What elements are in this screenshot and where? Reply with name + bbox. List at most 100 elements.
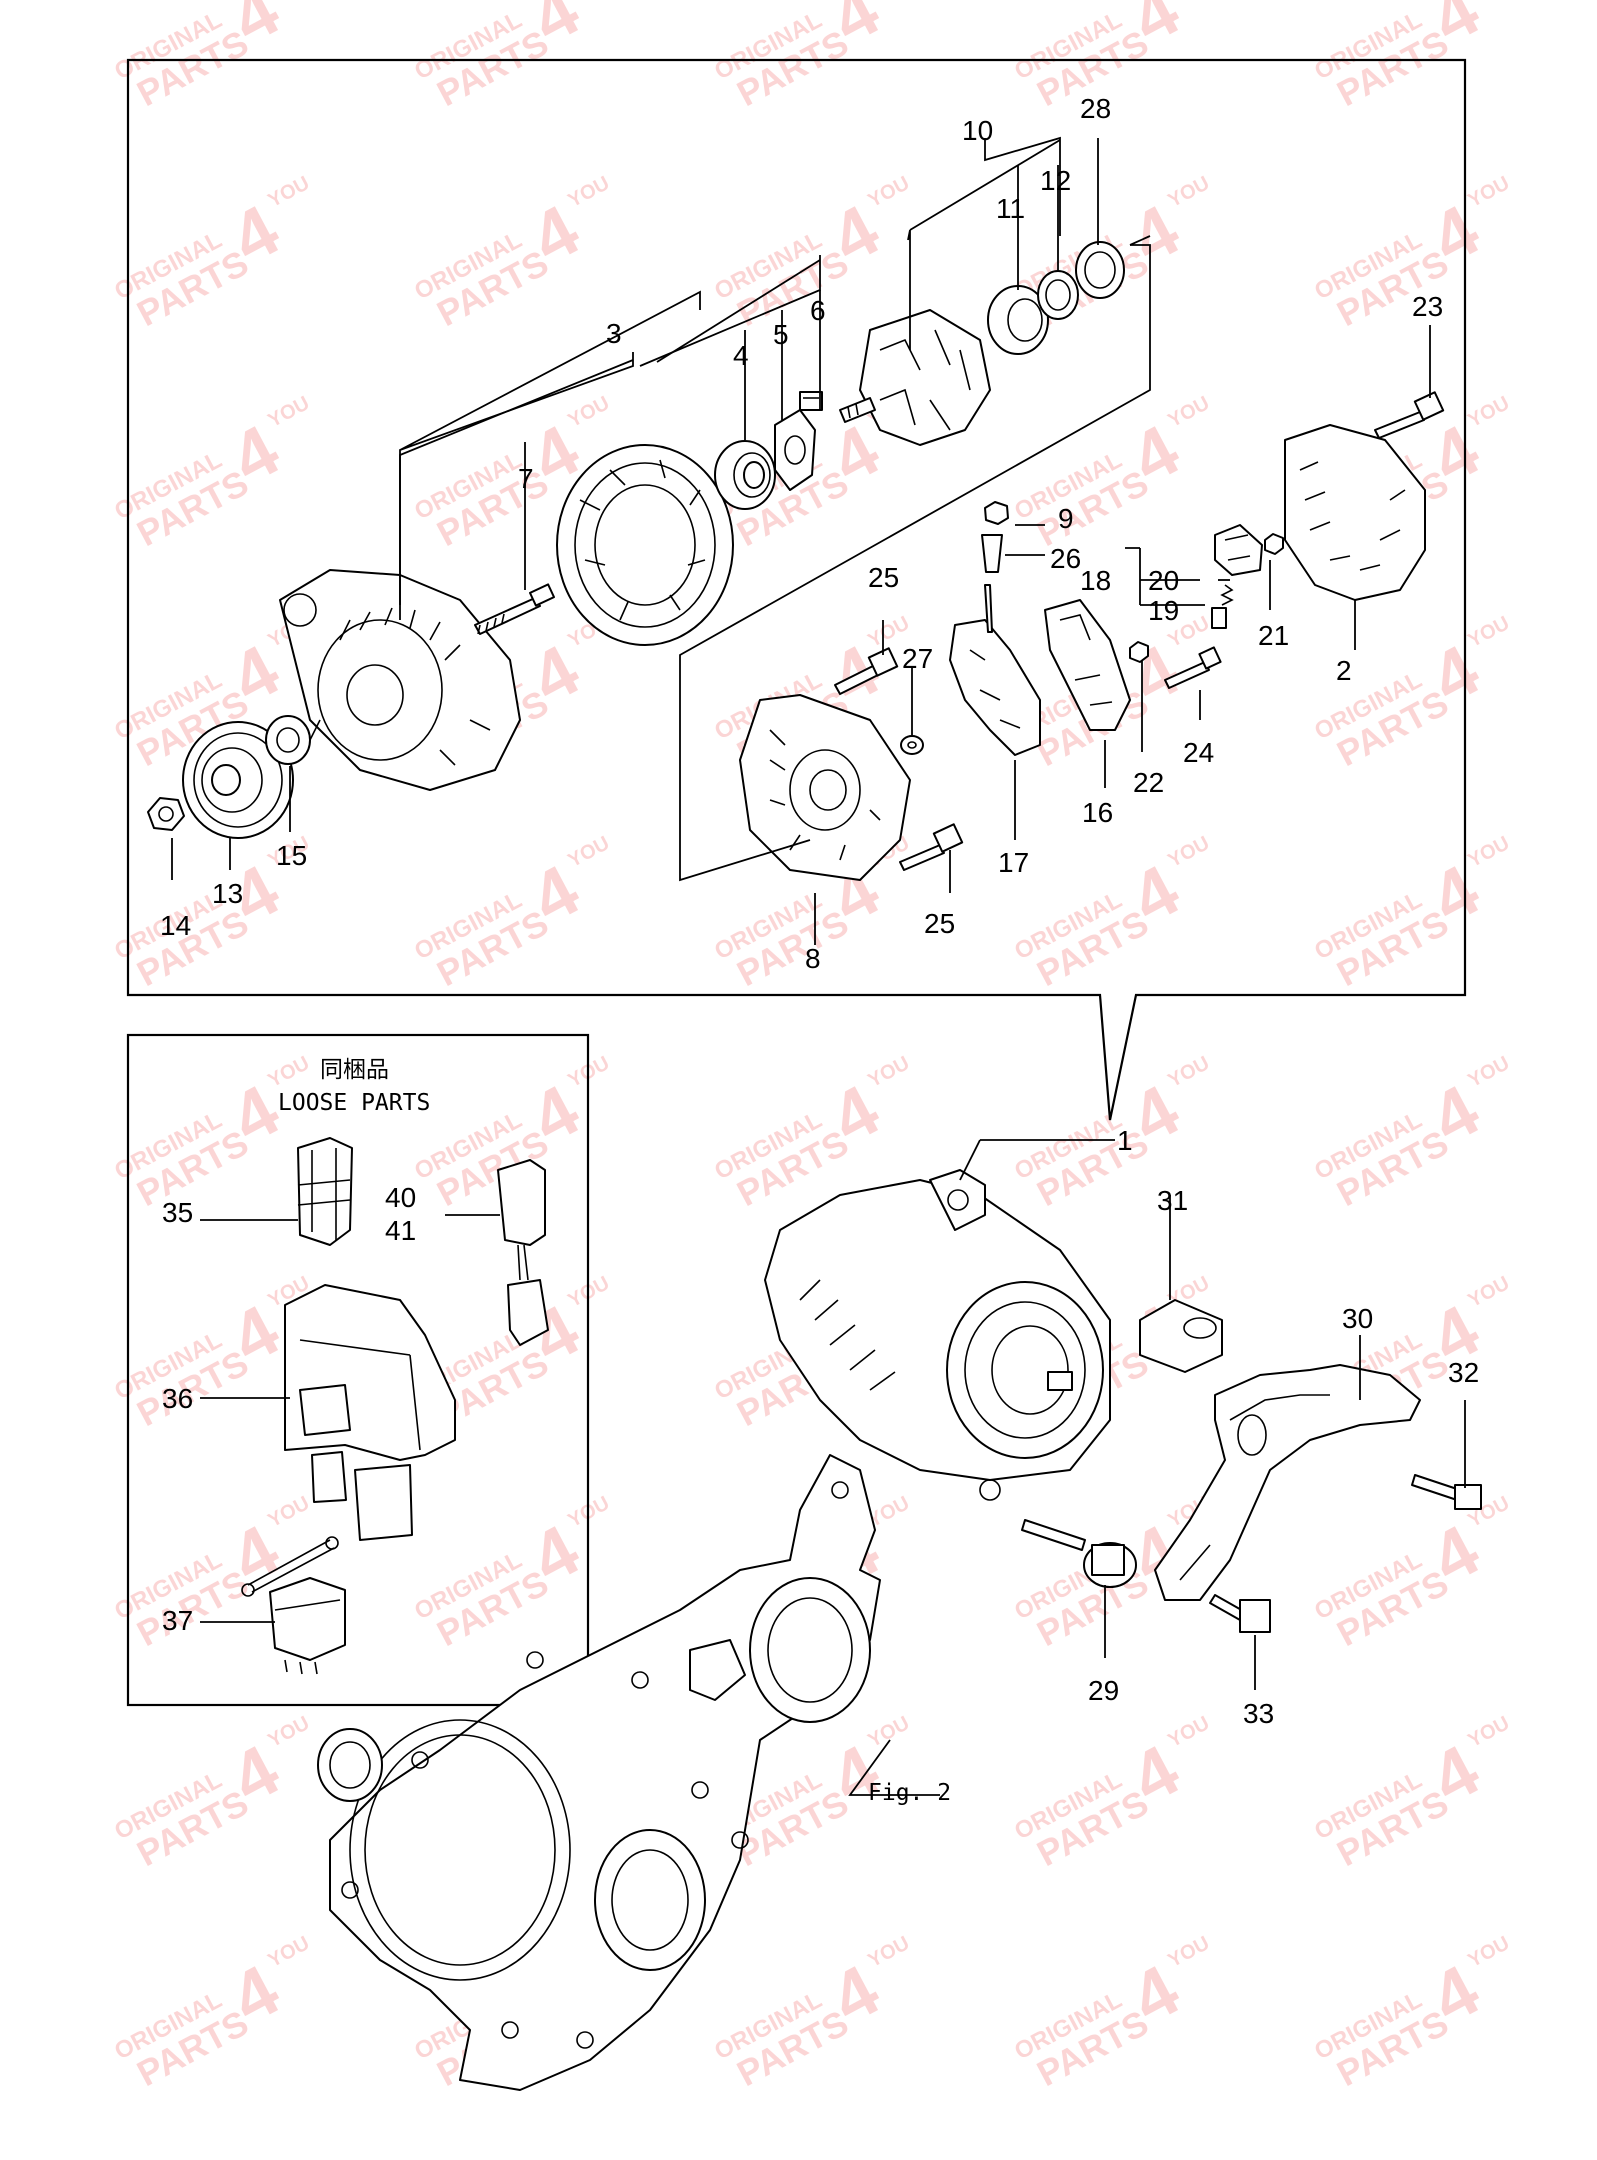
callout-13: 13 (212, 878, 243, 909)
callout-25-upper: 25 (868, 562, 899, 593)
callout-23: 23 (1412, 291, 1443, 322)
front-frame-part (279, 569, 521, 791)
callout-labels: 1 2 3 4 5 6 7 8 9 10 11 12 13 14 15 16 1… (160, 93, 1479, 1806)
callout-14: 14 (160, 910, 191, 941)
callout-22: 22 (1133, 767, 1164, 798)
plate-part-5 (774, 409, 816, 491)
spring-part-20 (1220, 584, 1234, 606)
gear-case-housing (317, 1454, 881, 2091)
rear-cover-part-2 (1284, 424, 1426, 601)
callout-8: 8 (805, 943, 821, 974)
screw-part-22 (1129, 641, 1149, 663)
callout-24: 24 (1183, 737, 1214, 768)
connector-part-40-41 (497, 1159, 549, 1346)
svg-text:YOU: YOU (264, 1932, 313, 1972)
pulley-part-13 (182, 721, 294, 839)
callout-36: 36 (162, 1383, 193, 1414)
svg-text:YOU: YOU (1464, 612, 1513, 652)
callout-20: 20 (1148, 565, 1179, 596)
svg-text:YOU: YOU (1464, 392, 1513, 432)
screw-part-21 (1264, 533, 1284, 555)
stator-part-3 (556, 444, 734, 646)
callout-33: 33 (1243, 1698, 1274, 1729)
terminal-part-18 (1214, 524, 1263, 576)
bolt-part-25-upper (834, 647, 899, 695)
callout-26: 26 (1050, 543, 1081, 574)
callout-31: 31 (1157, 1185, 1188, 1216)
loose-parts-title-jp: 同梱品 (320, 1057, 389, 1083)
module-part-36 (284, 1284, 456, 1541)
callout-30: 30 (1342, 1303, 1373, 1334)
bracket-part-30 (1154, 1364, 1421, 1601)
bolt-part-24 (1164, 646, 1222, 689)
callout-32: 32 (1448, 1357, 1479, 1388)
svg-text:YOU: YOU (1164, 172, 1213, 212)
bolt-part-32 (1411, 1474, 1482, 1510)
callout-12: 12 (1040, 165, 1071, 196)
connector-part-35 (297, 1137, 353, 1246)
bolt-part-23 (1374, 391, 1445, 439)
callout-5: 5 (773, 319, 789, 350)
rear-frame-part-8 (739, 694, 911, 881)
svg-text:YOU: YOU (1164, 1932, 1213, 1972)
callout-16: 16 (1082, 797, 1113, 828)
callout-18: 18 (1080, 565, 1111, 596)
nut-part-9 (984, 501, 1009, 525)
callout-3: 3 (606, 318, 622, 349)
callout-7: 7 (518, 463, 534, 494)
callout-10: 10 (962, 115, 993, 146)
insulator-part-26 (981, 534, 1003, 573)
callout-40: 40 (385, 1182, 416, 1213)
alternator-assembly-part-1 (764, 1169, 1111, 1501)
relay-part-37 (241, 1536, 346, 1675)
svg-text:YOU: YOU (1464, 1052, 1513, 1092)
bolt-part-29 (1021, 1519, 1137, 1588)
svg-text:YOU: YOU (1164, 392, 1213, 432)
svg-text:YOU: YOU (1464, 1272, 1513, 1312)
callout-27: 27 (902, 643, 933, 674)
screw-part-6 (799, 391, 823, 411)
bolt-part-25-lower (899, 823, 964, 871)
callout-21: 21 (1258, 620, 1289, 651)
callout-15: 15 (276, 840, 307, 871)
svg-text:YOU: YOU (1464, 832, 1513, 872)
through-bolt-part-7 (474, 583, 556, 635)
callout-17: 17 (998, 847, 1029, 878)
callout-4: 4 (733, 340, 749, 371)
svg-text:YOU: YOU (264, 1052, 313, 1092)
collar-part-15 (265, 715, 311, 765)
callout-41: 41 (385, 1215, 416, 1246)
svg-text:YOU: YOU (564, 832, 613, 872)
loose-parts-title-en: LOOSE PARTS (278, 1090, 430, 1116)
svg-text:YOU: YOU (864, 172, 913, 212)
bearing-part-4 (714, 440, 776, 510)
callout-9: 9 (1058, 503, 1074, 534)
callout-37: 37 (162, 1605, 193, 1636)
callout-2: 2 (1336, 655, 1352, 686)
svg-text:YOU: YOU (864, 1052, 913, 1092)
loose-parts-frame (126, 1033, 590, 1707)
nut-part-14 (147, 797, 185, 831)
callout-28: 28 (1080, 93, 1111, 124)
ring-part-12 (1037, 270, 1079, 320)
brush-holder-part-16 (1044, 599, 1131, 731)
callout-29: 29 (1088, 1675, 1119, 1706)
brush-part-19 (1211, 607, 1227, 629)
exploded-view-frame (126, 58, 1467, 1121)
svg-text:YOU: YOU (1164, 1712, 1213, 1752)
